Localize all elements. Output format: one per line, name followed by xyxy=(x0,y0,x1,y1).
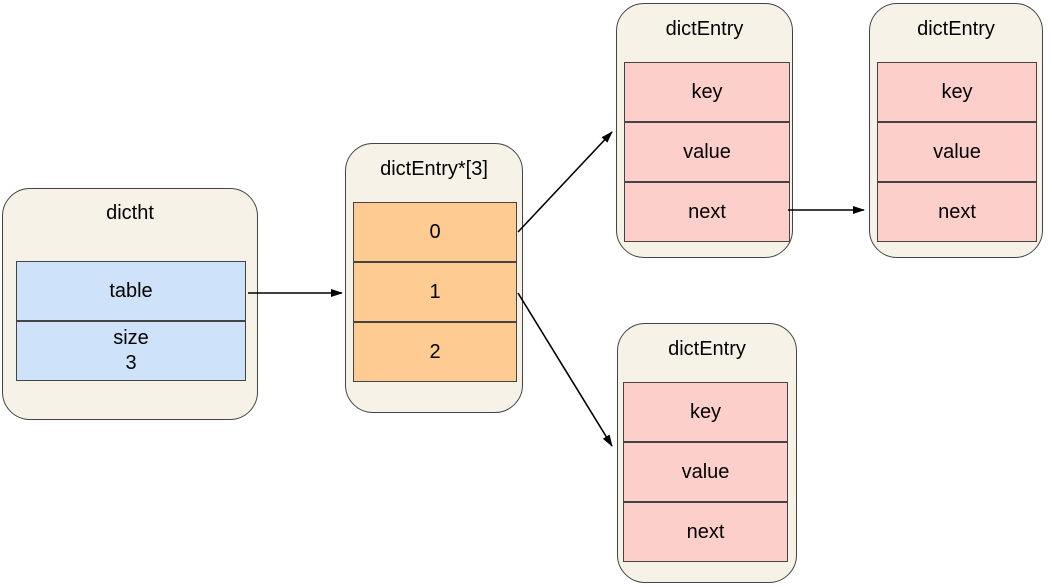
entry-field-value: value xyxy=(877,122,1037,182)
dictht-title: dictht xyxy=(106,202,154,224)
bucket-slot-1: 1 xyxy=(353,262,517,322)
entry-field-value: value xyxy=(623,442,788,502)
dict-entry-title: dictEntry xyxy=(668,338,746,360)
arrow-slot1-to-entry xyxy=(517,292,613,447)
bucket-slot-0: 0 xyxy=(353,202,517,262)
dictht-field-table: table xyxy=(16,261,246,321)
value-field-label: value xyxy=(683,140,731,163)
arrow-slot0-to-entry xyxy=(517,131,613,233)
dictht-field-size: size 3 xyxy=(16,321,246,381)
key-field-label: key xyxy=(691,80,723,103)
entry-field-value: value xyxy=(624,122,790,182)
entry-field-next: next xyxy=(623,502,788,562)
entry-field-key: key xyxy=(623,382,788,442)
bucket-slot-0-label: 0 xyxy=(429,220,441,243)
entry-field-next: next xyxy=(624,182,790,242)
value-field-label: value xyxy=(933,140,981,163)
dict-entry-node-single: dictEntry key value next xyxy=(617,323,797,583)
entry-field-next: next xyxy=(877,182,1037,242)
bucket-slot-1-label: 1 xyxy=(429,280,441,303)
dictht-node: dictht table size 3 xyxy=(2,188,258,420)
table-field-label: table xyxy=(109,279,153,302)
size-field-label: size xyxy=(113,327,149,349)
next-field-label: next xyxy=(688,200,726,223)
key-field-label: key xyxy=(689,400,722,423)
dict-entry-title: dictEntry xyxy=(665,18,744,40)
dict-entry-node-chain-second: dictEntry key value next xyxy=(869,3,1043,258)
bucket-slot-2-label: 2 xyxy=(429,340,441,363)
entry-field-key: key xyxy=(624,62,790,122)
entry-field-key: key xyxy=(877,62,1037,122)
bucket-slot-2: 2 xyxy=(353,322,517,382)
key-field-label: key xyxy=(941,80,973,103)
bucket-array-title: dictEntry*[3] xyxy=(380,158,488,180)
next-field-label: next xyxy=(938,200,976,223)
dict-entry-title: dictEntry xyxy=(917,18,995,40)
bucket-array-node: dictEntry*[3] 0 1 2 xyxy=(345,143,523,413)
value-field-label: value xyxy=(681,460,730,483)
next-field-label: next xyxy=(686,520,725,543)
size-field-value: 3 xyxy=(125,352,137,374)
dict-entry-node-chain-first: dictEntry key value next xyxy=(616,3,793,258)
